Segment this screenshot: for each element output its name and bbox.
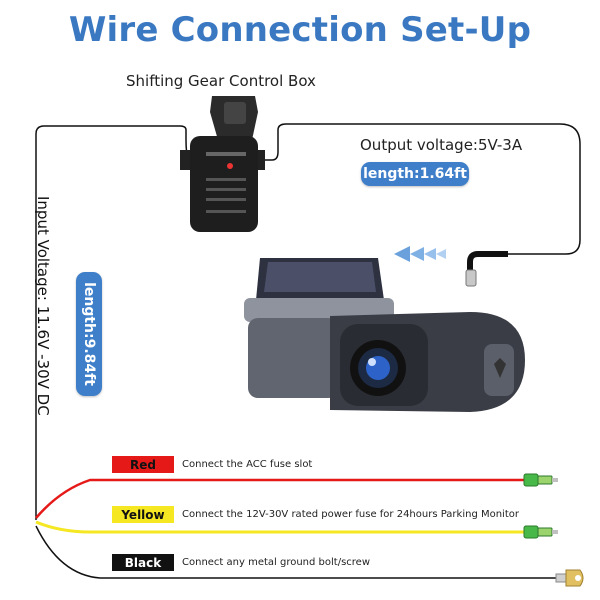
input-voltage-text: Input Voltage: 11.6V -30V DC <box>34 196 52 416</box>
black-wire <box>35 525 560 579</box>
yellow-wire-description: Connect the 12V-30V rated power fuse for… <box>182 509 519 520</box>
yellow-wire-row: Yellow Connect the 12V-30V rated power f… <box>112 506 519 523</box>
black-wire-row: Black Connect any metal ground bolt/scre… <box>112 554 370 571</box>
control-box-icon <box>180 96 265 232</box>
ground-fork-terminal <box>555 569 584 587</box>
page-title: Wire Connection Set-Up <box>68 10 532 50</box>
yellow-wire <box>35 520 525 534</box>
input-voltage-label: Input Voltage: 11.6V -30V DC <box>22 196 52 446</box>
output-length-text: length:1.64ft <box>363 166 467 182</box>
red-wire-row: Red Connect the ACC fuse slot <box>112 456 312 473</box>
usb-c-plug-icon <box>465 251 508 287</box>
input-length-badge: length:9.84ft <box>76 272 102 396</box>
output-length-badge: length:1.64ft <box>361 162 469 186</box>
black-wire-description: Connect any metal ground bolt/screw <box>182 557 371 568</box>
output-cable <box>263 123 581 255</box>
red-fuse-connector <box>523 473 558 487</box>
black-wire-tag: Black <box>112 554 174 571</box>
control-box-label: Shifting Gear Control Box <box>126 72 316 90</box>
red-wire-tag: Red <box>112 456 174 473</box>
red-wire-description: Connect the ACC fuse slot <box>182 459 313 470</box>
output-voltage-label: Output voltage:5V-3A <box>360 136 523 154</box>
yellow-wire-tag: Yellow <box>112 506 174 523</box>
arrow-left-icon <box>394 246 446 262</box>
input-length-text: length:9.84ft <box>81 282 97 386</box>
dashcam-icon <box>244 258 525 412</box>
yellow-fuse-connector <box>523 525 558 539</box>
red-wire <box>35 478 525 519</box>
